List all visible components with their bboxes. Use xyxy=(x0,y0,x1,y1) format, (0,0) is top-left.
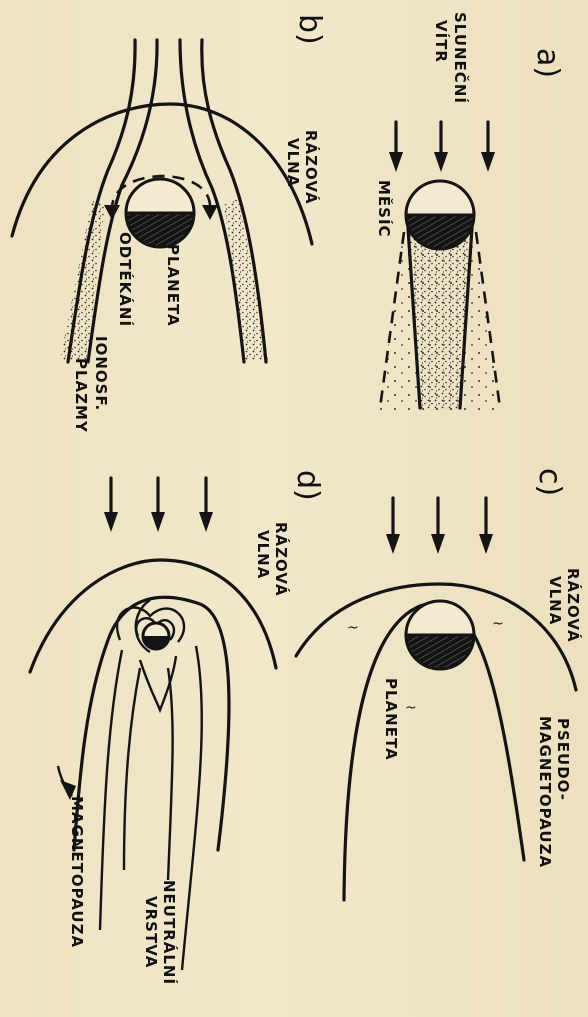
solar-wind-d-arrowhead-3 xyxy=(104,512,118,532)
outflow-label-line1: ODTÉKÁNÍ xyxy=(116,232,135,327)
solar-wind-d-arrowhead-2 xyxy=(151,512,165,532)
pseudo-magnetopause-label-line2: MAGNETOPAUZA xyxy=(536,716,554,868)
moon-day-side xyxy=(406,181,474,215)
shock-wave-c-label-line1: RÁZOVÁ xyxy=(564,568,583,643)
solar-wind-arrowhead-2 xyxy=(434,152,448,172)
panel-c: c) RÁZOVÁ VLNA ~ ~ ~ PLANETA PSEUDO- MAG… xyxy=(296,468,583,900)
moon-label: MĚSÍC xyxy=(375,180,394,238)
planet-b-label: PLANETA xyxy=(164,244,182,327)
solar-wind-label-line2: VÍTR xyxy=(432,20,451,63)
solar-wind-label-line1: SLUNEČNÍ xyxy=(451,12,470,104)
solar-wind-arrowhead-1 xyxy=(481,152,495,172)
solar-wind-c-arrowhead-1 xyxy=(479,534,493,554)
panel-b-label: b) xyxy=(292,14,327,45)
planet-b-day-side xyxy=(126,179,194,213)
panel-a: a) SLUNEČNÍ VÍTR MĚSÍC xyxy=(375,12,565,410)
panel-a-label: a) xyxy=(530,48,565,78)
shock-wave-d-label-line1: RÁZOVÁ xyxy=(272,522,291,597)
panel-c-label: c) xyxy=(532,468,567,496)
draping-arrowhead-left xyxy=(104,205,120,220)
tail-field-line-4 xyxy=(182,646,202,970)
solar-wind-arrowhead-3 xyxy=(389,152,403,172)
tilde-mark-right: ~ xyxy=(492,616,504,632)
planet-b-night-side xyxy=(126,213,194,247)
tilde-mark-bottom: ~ xyxy=(405,700,417,716)
shock-wave-c-label-line2: VLNA xyxy=(546,576,564,625)
tail-field-line-3 xyxy=(168,668,173,880)
shock-wave-d-label-line2: VLNA xyxy=(254,530,272,579)
planet-c-label: PLANETA xyxy=(382,678,400,761)
draping-arrowhead-right xyxy=(202,205,218,220)
panel-b: b) RÁZOVÁ VLNA PLANETA ODTÉKÁNÍ IONOSF. … xyxy=(12,14,327,433)
planet-c-night-side xyxy=(406,635,474,669)
solar-wind-d-arrowhead-1 xyxy=(199,512,213,532)
tail-field-line-2 xyxy=(124,668,140,870)
solar-wind-c-arrowhead-2 xyxy=(431,534,445,554)
outflow-label-line2: IONOSF. xyxy=(92,336,110,411)
bow-shock-d xyxy=(30,560,276,672)
magnetopause-label: MAGNETOPAUZA xyxy=(68,796,86,948)
panel-d: d) RÁZOVÁ VLNA MAGNETOPAUZA NEUTRÁLNÍ VR… xyxy=(30,470,325,985)
neutral-sheet-label-line2: VRSTVA xyxy=(142,896,160,968)
solar-wind-c-arrowhead-3 xyxy=(386,534,400,554)
panel-d-label: d) xyxy=(290,470,325,501)
tail-field-line-1 xyxy=(100,650,122,930)
shock-wave-b-label-line1: RÁZOVÁ xyxy=(302,130,321,205)
tilde-mark-left: ~ xyxy=(347,620,359,636)
outflow-label-line3: PLAZMY xyxy=(72,358,90,433)
pseudo-magnetopause-label-line1: PSEUDO- xyxy=(554,718,572,801)
neutral-sheet-label-line1: NEUTRÁLNÍ xyxy=(160,880,179,985)
